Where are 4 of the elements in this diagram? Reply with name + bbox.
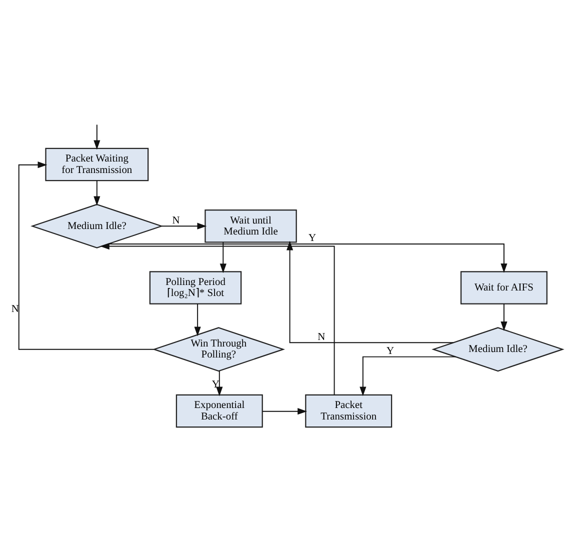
edge-label: N xyxy=(318,332,326,343)
edge-label: Y xyxy=(308,233,316,244)
edge-label: N xyxy=(172,215,180,226)
edge-label: Y xyxy=(386,346,394,357)
